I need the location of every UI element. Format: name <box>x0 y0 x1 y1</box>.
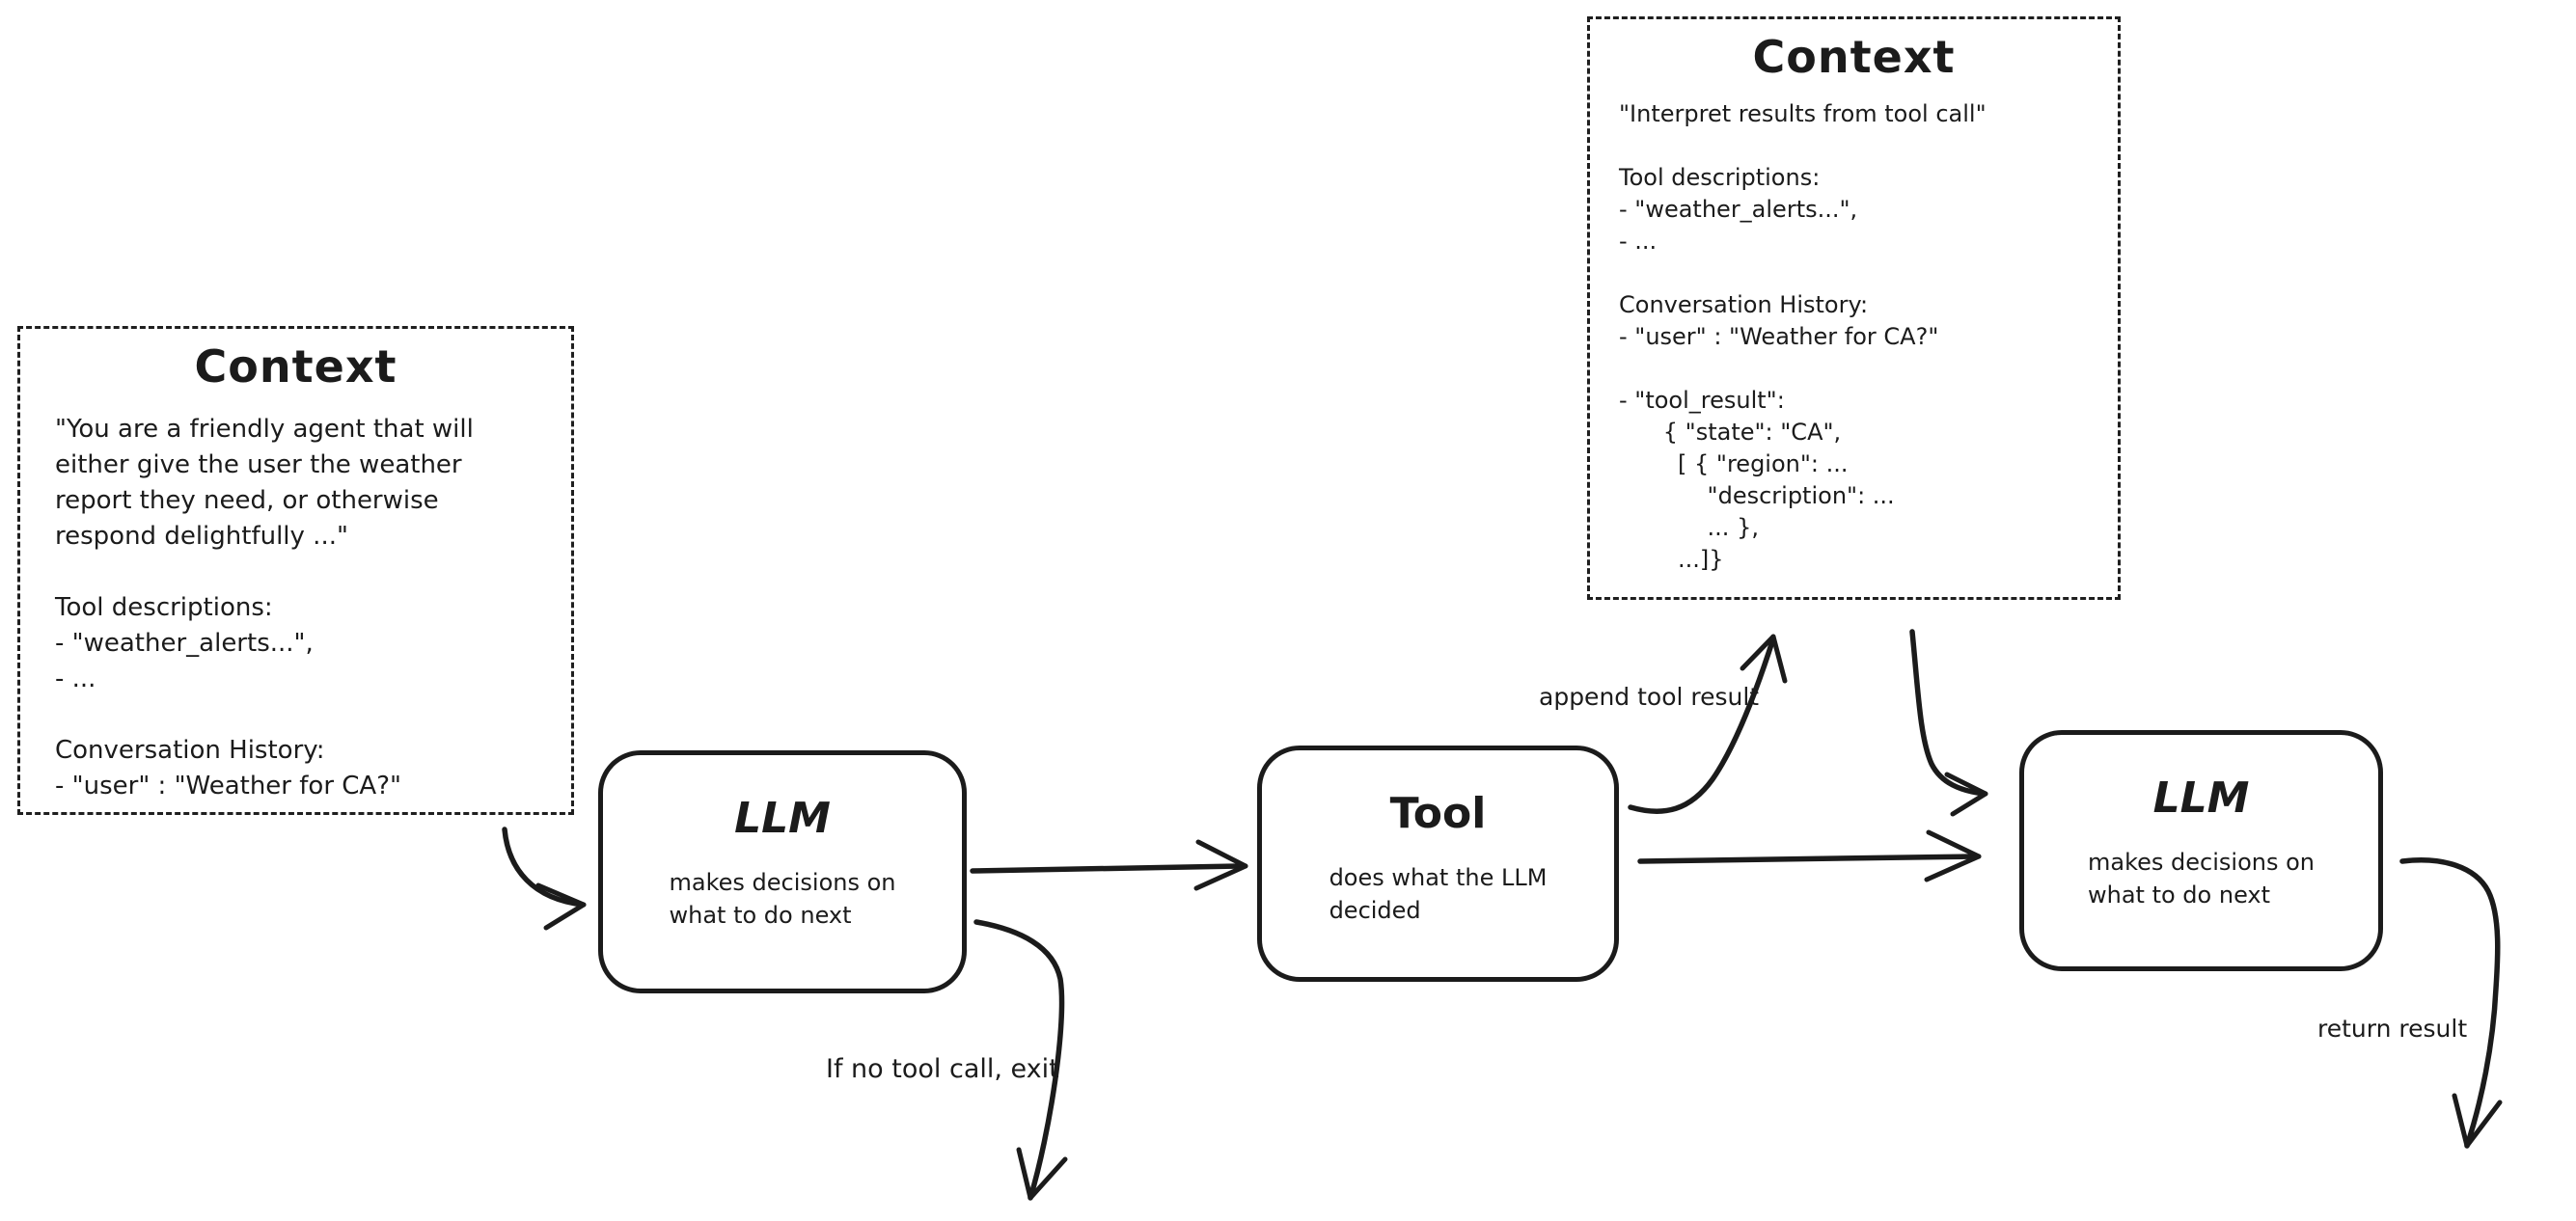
llm-node-first-subtitle: makes decisions on what to do next <box>669 869 896 929</box>
label-return-result: return result <box>2317 1015 2468 1043</box>
context-box-initial: Context "You are a friendly agent that w… <box>17 326 574 815</box>
context-box-tool-result-title: Context <box>1752 31 1956 83</box>
arrow-context-to-llm1 <box>502 827 587 931</box>
llm-node-first-title: LLM <box>734 794 831 843</box>
context-box-tool-result-body: "Interpret results from tool call" Tool … <box>1619 100 1987 573</box>
context-box-initial-body: "You are a friendly agent that will eith… <box>55 415 474 800</box>
llm-node-first: LLM makes decisions on what to do next <box>598 750 967 993</box>
label-if-no-tool-call-exit: If no tool call, exit <box>826 1054 1059 1084</box>
arrow-context-to-llm2 <box>1909 629 1988 817</box>
tool-node-subtitle: does what the LLM decided <box>1329 864 1548 924</box>
tool-node: Tool does what the LLM decided <box>1257 746 1619 982</box>
arrow-tool-to-context-append <box>1628 634 1788 814</box>
context-box-tool-result: Context "Interpret results from tool cal… <box>1587 16 2121 600</box>
llm-node-second-subtitle: makes decisions on what to do next <box>2088 849 2315 909</box>
llm-node-second: LLM makes decisions on what to do next <box>2019 730 2383 971</box>
context-box-initial-title: Context <box>194 340 397 393</box>
arrow-tool-to-llm2 <box>1637 829 1982 882</box>
arrow-llm2-return-result <box>2399 857 2503 1149</box>
arrow-llm1-to-tool <box>970 839 1248 891</box>
tool-node-title: Tool <box>1389 789 1487 838</box>
llm-node-second-title: LLM <box>2152 773 2250 823</box>
label-append-tool-result: append tool result <box>1539 683 1760 711</box>
